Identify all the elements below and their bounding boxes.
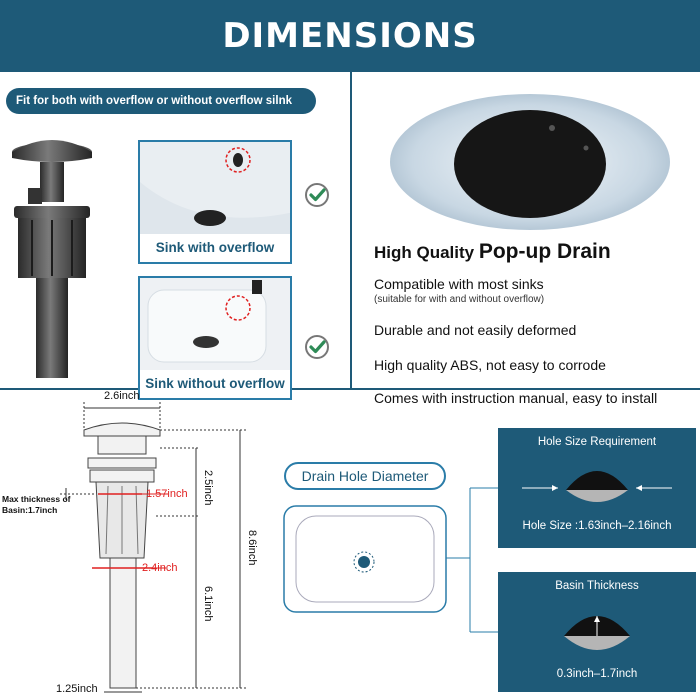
drain-hole-diameter-label: Drain Hole Diameter: [284, 462, 446, 490]
basin-thickness-title: Basin Thickness: [555, 580, 639, 592]
popup-drain-water-image: [390, 94, 670, 230]
sink-with-overflow-label: Sink with overflow: [140, 234, 290, 262]
body-height-label: 6.1inch: [202, 586, 214, 622]
basin-thickness-diagram: [564, 616, 630, 650]
hole-size-title: Hole Size Requirement: [537, 436, 657, 448]
body-width-label: 2.4inch: [142, 562, 178, 574]
page-title: DIMENSIONS: [222, 16, 478, 56]
feature-item: High quality ABS, not easy to corrode: [374, 357, 606, 373]
bottom-width-label: 1.25inch: [56, 683, 98, 695]
product-title: High Quality Pop-up Drain: [374, 240, 611, 264]
sink-without-overflow-label: Sink without overflow: [140, 370, 290, 398]
fit-banner: Fit for both with overflow or without ov…: [6, 88, 316, 114]
drain-product-image: [12, 140, 92, 378]
compatibility-panel: Fit for both with overflow or without ov…: [0, 72, 352, 400]
feature-note: (suitable for with and without overflow): [374, 294, 545, 305]
top-width-label: 2.6inch: [104, 390, 140, 402]
feature-item: Comes with instruction manual, easy to i…: [374, 390, 658, 406]
basin-thickness-panel: Basin Thickness 0.3inch–1.7inch: [498, 572, 696, 692]
product-title-name: Pop-up Drain: [478, 240, 611, 263]
header-bar: DIMENSIONS: [0, 0, 700, 72]
basin-thickness-note: Max thickness of Basin:1.7inch: [2, 494, 71, 515]
neck-width-label: 1.57inch: [146, 488, 188, 500]
check-circle-icon: [305, 183, 329, 207]
basin-thickness-value: 0.3inch–1.7inch: [556, 668, 638, 680]
check-circle-icon: [305, 335, 329, 359]
hole-size-requirement-panel: Hole Size Requirement Hole Size :1.63inc…: [498, 428, 696, 548]
sink-without-overflow-card: Sink without overflow: [138, 276, 292, 400]
hole-size-diagram: [522, 471, 672, 502]
hole-size-value: Hole Size :1.63inch–2.16inch: [522, 520, 672, 532]
total-height-label: 8.6inch: [246, 530, 258, 566]
dimension-section: 2.6inch 1.57inch 2.4inch 1.25inch 2.5inc…: [0, 390, 700, 700]
head-height-label: 2.5inch: [202, 470, 214, 506]
sink-with-overflow-card: Sink with overflow: [138, 140, 292, 264]
feature-item: Durable and not easily deformed: [374, 322, 577, 338]
product-title-prefix: High Quality: [374, 243, 479, 262]
feature-item: Compatible with most sinks: [374, 276, 544, 292]
dimension-drawing: [60, 402, 498, 693]
features-panel: High Quality Pop-up Drain Compatible wit…: [352, 72, 700, 406]
